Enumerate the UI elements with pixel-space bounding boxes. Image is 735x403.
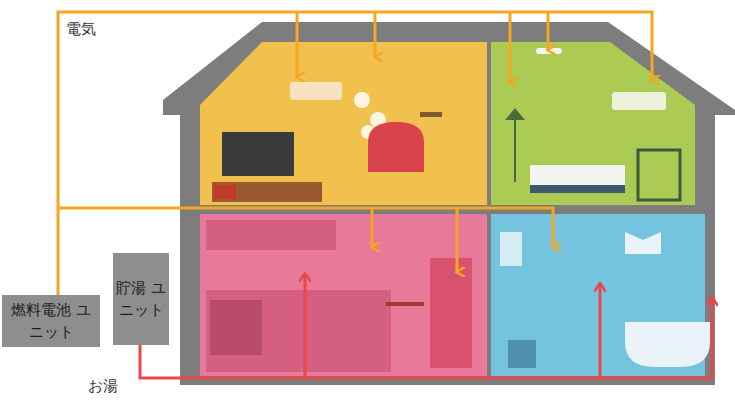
books — [214, 185, 236, 199]
water-pipe — [304, 274, 307, 378]
shelf — [420, 112, 442, 117]
unit-text-wrap: 燃料電池 ユニット — [4, 299, 98, 343]
refrigerator — [430, 258, 472, 368]
bookshelf — [638, 150, 680, 200]
bed-frame — [530, 185, 625, 193]
unit-box: 燃料電池 ユニット — [2, 295, 100, 347]
air-conditioner — [612, 92, 666, 110]
power-line — [371, 208, 374, 247]
kitchen-counter — [206, 290, 391, 372]
kitchen — [200, 214, 487, 376]
mirror — [500, 232, 522, 266]
living-room — [200, 42, 487, 205]
bedroom — [491, 42, 695, 205]
hot-water-lines — [140, 274, 712, 378]
wall-cabinet — [206, 220, 336, 250]
sofa — [368, 122, 424, 172]
pendant-lamp — [354, 92, 370, 108]
flow-label: お湯 — [88, 377, 118, 396]
power-line — [374, 12, 377, 57]
towel — [625, 232, 661, 254]
water-pipe — [599, 284, 602, 378]
power-line — [456, 208, 459, 272]
unit-label: 燃料電池 ユニット — [4, 299, 98, 343]
television — [222, 132, 294, 176]
power-line — [296, 12, 299, 77]
unit-box: 貯湯 ユニット — [113, 253, 169, 345]
stool — [508, 340, 536, 368]
unit-label: 貯湯 ユニット — [115, 277, 167, 321]
table — [386, 302, 424, 306]
unit-text-wrap: 貯湯 ユニット — [115, 277, 167, 321]
oven — [210, 300, 262, 355]
house-shell — [163, 22, 735, 385]
floor-lamp-stand — [514, 120, 516, 182]
tv-stand — [212, 182, 322, 202]
power-line — [509, 12, 512, 82]
bathtub — [625, 322, 710, 367]
bed — [530, 165, 625, 185]
air-conditioner — [290, 82, 342, 100]
floor-lamp — [505, 108, 525, 120]
power-line — [547, 12, 550, 50]
flow-label: 電気 — [66, 20, 96, 39]
water-pipe — [140, 298, 712, 378]
power-line — [58, 208, 553, 247]
